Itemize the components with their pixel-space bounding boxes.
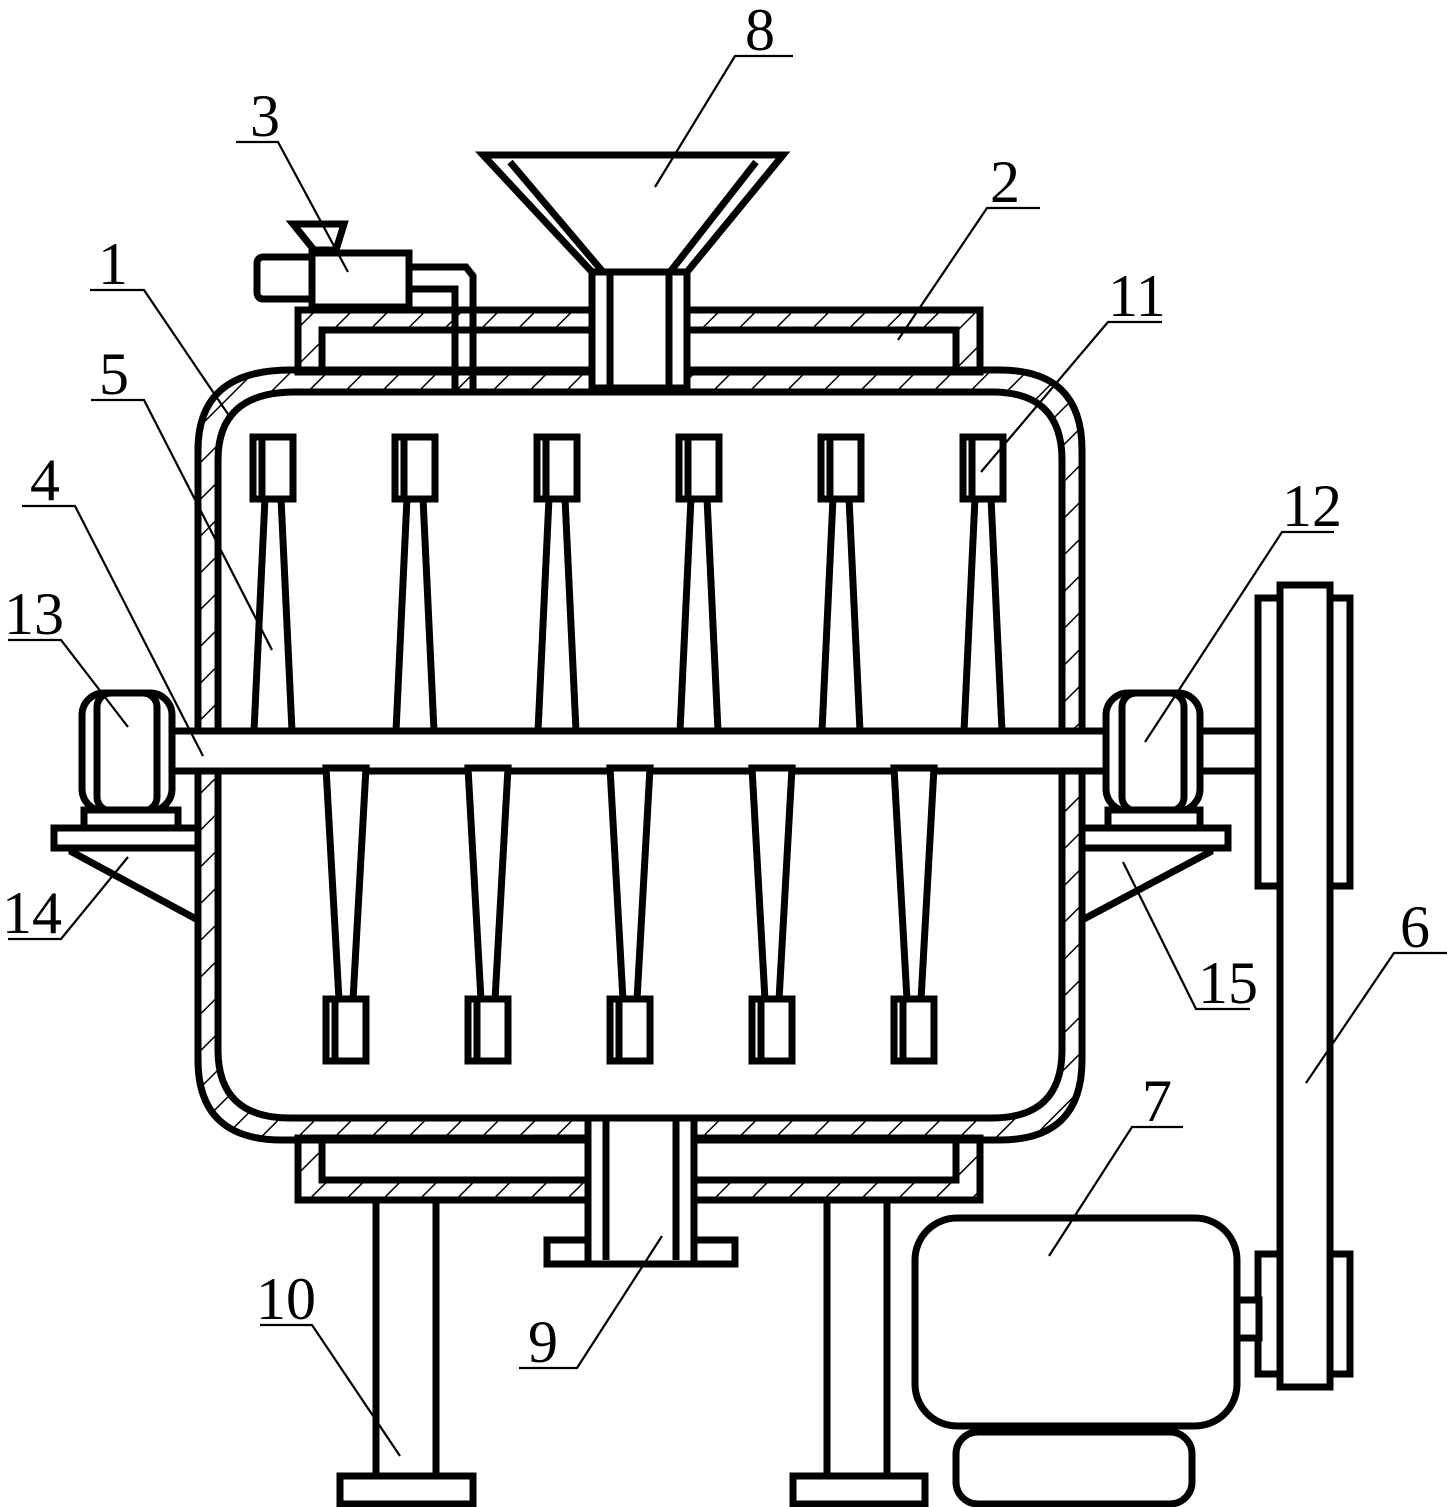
upper-paddle xyxy=(817,433,865,735)
callout-13: 13 xyxy=(4,581,64,647)
vessel-shell xyxy=(194,366,1086,1144)
callout-1: 1 xyxy=(98,231,128,297)
lower-paddle xyxy=(890,764,938,1065)
upper-paddle xyxy=(675,433,723,735)
callout-leaders xyxy=(8,54,1447,1457)
callout-9: 9 xyxy=(528,1309,558,1375)
callout-4: 4 xyxy=(30,447,60,513)
lower-paddle xyxy=(322,764,370,1065)
upper-paddle-arm xyxy=(392,494,438,735)
left-bracket xyxy=(50,824,202,924)
motor xyxy=(911,1214,1263,1507)
right-bearing xyxy=(1102,689,1262,832)
callout-8: 8 xyxy=(745,0,775,63)
callout-6: 6 xyxy=(1400,894,1430,960)
small-feeder xyxy=(253,220,477,390)
lower-paddle-arm xyxy=(606,764,654,1004)
left-bearing xyxy=(78,689,182,832)
upper-paddle-arm xyxy=(534,494,580,735)
feed-hopper xyxy=(474,151,791,392)
upper-paddle xyxy=(959,433,1007,735)
paddle-group xyxy=(249,433,1007,1065)
right-bracket xyxy=(1078,824,1232,924)
upper-paddle xyxy=(391,433,439,735)
callout-14: 14 xyxy=(2,880,62,946)
callout-12: 12 xyxy=(1282,473,1342,539)
callout-15: 15 xyxy=(1198,950,1258,1016)
lower-paddle-arm xyxy=(890,764,938,1004)
lower-paddle-arm xyxy=(464,764,512,1004)
callout-11: 11 xyxy=(1108,263,1166,329)
lower-paddle xyxy=(464,764,512,1065)
callout-labels: 1 2 3 4 5 6 7 8 9 10 11 12 13 14 15 xyxy=(2,0,1430,1375)
upper-paddle-arm xyxy=(676,494,722,735)
shell-outer xyxy=(194,366,1086,1144)
discharge-outlet xyxy=(543,1114,739,1268)
upper-paddle xyxy=(249,433,297,735)
support-legs xyxy=(336,1196,929,1507)
shell-inner xyxy=(214,388,1066,1122)
lower-paddle xyxy=(606,764,654,1065)
lower-paddle xyxy=(748,764,796,1065)
callout-10: 10 xyxy=(256,1266,316,1332)
callout-7: 7 xyxy=(1142,1068,1172,1134)
callout-3: 3 xyxy=(250,83,280,149)
belt-drive xyxy=(1254,581,1354,1391)
upper-paddle-arm xyxy=(250,494,296,735)
lower-paddle-arm xyxy=(322,764,370,1004)
callout-2: 2 xyxy=(990,149,1020,215)
upper-paddle xyxy=(533,433,581,735)
callout-5: 5 xyxy=(99,341,129,407)
upper-paddle-arm xyxy=(960,494,1006,735)
upper-paddle-arm xyxy=(818,494,864,735)
lower-paddle-arm xyxy=(748,764,796,1004)
